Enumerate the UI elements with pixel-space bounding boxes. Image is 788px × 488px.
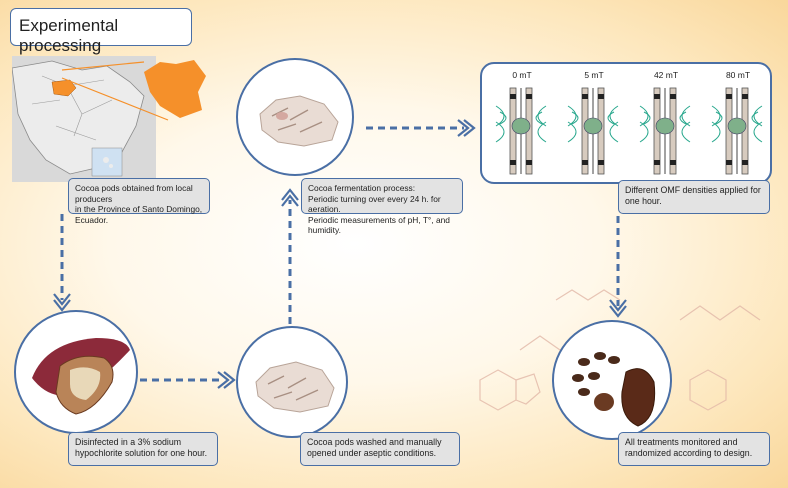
- fermentation-image: [236, 58, 354, 176]
- ecuador-map: [12, 56, 156, 182]
- map-callout-line-top: [61, 61, 145, 71]
- sourcing-caption: Cocoa pods obtained from local producers…: [68, 178, 210, 225]
- omf-label-1: 5 mT: [584, 70, 604, 80]
- opened-pod-image: [236, 326, 348, 438]
- omf-label-2: 42 mT: [653, 70, 679, 80]
- map-callout-line-bottom: [61, 77, 169, 121]
- cocoa-beans-image: [552, 320, 672, 440]
- omf-label-0: 0 mT: [512, 70, 532, 80]
- magnet-unit-0: [495, 87, 547, 175]
- province-highlight: [136, 58, 216, 125]
- cocoa-pod-image: [14, 310, 138, 434]
- diagram-title: Experimental processing: [10, 8, 192, 55]
- fermentation-caption: Cocoa fermentation process:Periodic turn…: [301, 178, 463, 235]
- omf-panel: 0 mT 5 mT 42 mT 80 mT: [480, 62, 772, 184]
- omf-label-3: 80 mT: [725, 70, 751, 80]
